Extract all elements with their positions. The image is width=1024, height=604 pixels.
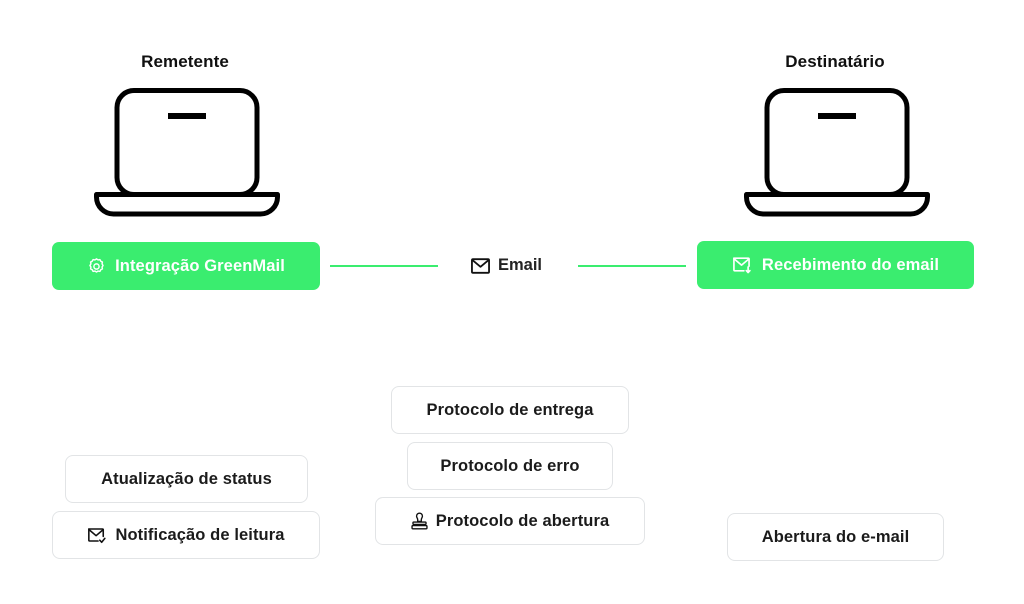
protocol-open-box[interactable]: Protocolo de abertura bbox=[375, 497, 645, 545]
laptop-icon bbox=[94, 88, 280, 217]
protocol-delivery-label: Protocolo de entrega bbox=[426, 400, 594, 419]
gear-icon bbox=[87, 257, 106, 276]
protocol-delivery-box[interactable]: Protocolo de entrega bbox=[391, 386, 629, 434]
status-update-box[interactable]: Atualização de status bbox=[65, 455, 308, 503]
protocol-open-label: Protocolo de abertura bbox=[435, 511, 610, 530]
recipient-reception-label: Recebimento do email bbox=[761, 255, 940, 274]
recipient-laptop-icon bbox=[742, 86, 932, 224]
read-notification-box[interactable]: Notificação de leitura bbox=[52, 511, 320, 559]
email-open-box[interactable]: Abertura do e-mail bbox=[727, 513, 944, 561]
stamp-icon bbox=[411, 512, 428, 531]
read-notification-label: Notificação de leitura bbox=[115, 525, 285, 544]
envelope-icon bbox=[471, 257, 490, 274]
transport-email-node: Email bbox=[471, 256, 542, 275]
sender-integration-label: Integração GreenMail bbox=[115, 256, 285, 275]
sender-integration-button[interactable]: Integração GreenMail bbox=[52, 242, 320, 290]
mail-download-icon bbox=[732, 256, 753, 274]
sender-laptop-icon bbox=[92, 86, 282, 224]
status-update-label: Atualização de status bbox=[101, 469, 272, 488]
recipient-title: Destinatário bbox=[785, 52, 885, 71]
sender-title: Remetente bbox=[141, 52, 229, 71]
connector-line-right bbox=[578, 265, 686, 267]
connector-line-left bbox=[330, 265, 438, 267]
laptop-icon bbox=[744, 88, 930, 217]
email-open-label: Abertura do e-mail bbox=[761, 527, 910, 546]
protocol-error-box[interactable]: Protocolo de erro bbox=[407, 442, 613, 490]
transport-email-label: Email bbox=[498, 256, 543, 274]
protocol-error-label: Protocolo de erro bbox=[440, 456, 580, 475]
mail-check-icon bbox=[87, 527, 107, 544]
recipient-reception-button[interactable]: Recebimento do email bbox=[697, 241, 974, 289]
